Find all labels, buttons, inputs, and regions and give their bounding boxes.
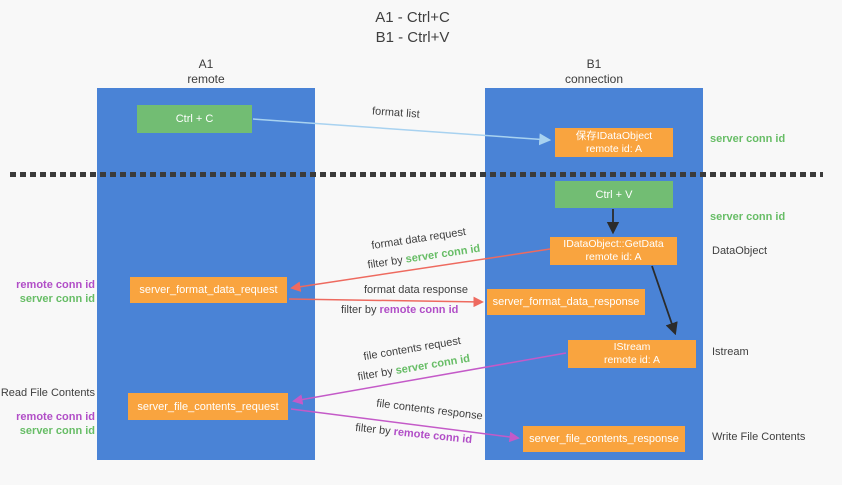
server-conn-id-mid-label: server conn id — [710, 211, 786, 223]
format-data-response-filter-label: filter by remote conn id — [341, 304, 458, 316]
server-format-data-response-box: server_format_data_response — [487, 289, 645, 315]
format-list-arrow — [252, 118, 552, 146]
format-data-request-arrow — [290, 248, 551, 292]
format-request-conn-ids: remote conn id server conn id — [8, 278, 95, 306]
page-title: A1 - Ctrl+C B1 - Ctrl+V — [320, 8, 505, 48]
idataobject-getdata-box: IDataObject::GetData remote id: A — [550, 237, 677, 265]
save-idataobject-line1: 保存IDataObject — [575, 129, 653, 142]
server-format-data-response-label: server_format_data_response — [492, 296, 640, 308]
ctrl-c-box: Ctrl + C — [137, 105, 252, 133]
format-data-response-label: format data response — [364, 284, 468, 296]
server-conn-id-label: server conn id — [19, 425, 95, 437]
lifeline-b1-role: connection — [564, 72, 624, 86]
lifeline-header-b1: B1 connection — [485, 57, 703, 87]
lifeline-b1-name: B1 — [586, 57, 602, 71]
server-conn-id-top-label: server conn id — [710, 133, 786, 145]
filter-by-text: filter by — [341, 304, 380, 316]
lifeline-a1-name: A1 — [198, 57, 214, 71]
ctrl-v-label: Ctrl + V — [595, 188, 633, 201]
getdata-line2: remote id: A — [585, 251, 642, 263]
server-file-contents-request-box: server_file_contents_request — [128, 393, 288, 420]
ctrl-c-label: Ctrl + C — [175, 113, 214, 125]
title-line-2: B1 - Ctrl+V — [375, 29, 450, 46]
save-idataobject-line2: remote id: A — [585, 142, 643, 155]
format-data-response-arrow — [288, 296, 484, 308]
dataobject-label: DataObject — [712, 245, 768, 257]
getdata-line1: IDataObject::GetData — [563, 238, 664, 250]
session-divider-dotted-line — [10, 172, 823, 177]
file-contents-request-arrow — [292, 352, 567, 405]
istream-box: IStream remote id: A — [568, 340, 696, 368]
save-idataobject-box: 保存IDataObject remote id: A — [555, 128, 673, 157]
write-file-contents-label: Write File Contents — [712, 431, 806, 443]
server-format-data-request-box: server_format_data_request — [130, 277, 287, 303]
ctrl-v-box: Ctrl + V — [555, 181, 673, 208]
istream-line1: IStream — [613, 341, 651, 353]
remote-conn-id-label: remote conn id — [16, 411, 95, 423]
getdata-to-istream-arrow — [651, 265, 678, 336]
title-line-1: A1 - Ctrl+C — [375, 9, 450, 26]
istream-line2: remote id: A — [603, 354, 661, 366]
lifeline-header-a1: A1 remote — [97, 57, 315, 87]
server-file-contents-request-label: server_file_contents_request — [137, 400, 279, 413]
lifeline-a1-role: remote — [187, 72, 225, 86]
remote-conn-id-text: remote conn id — [379, 304, 459, 316]
server-file-contents-response-box: server_file_contents_response — [523, 426, 685, 452]
file-request-conn-ids: remote conn id server conn id — [8, 410, 95, 438]
istream-side-label: Istream — [712, 346, 749, 358]
file-contents-response-arrow — [290, 408, 520, 443]
server-conn-id-label: server conn id — [19, 293, 95, 305]
server-format-data-request-label: server_format_data_request — [139, 284, 278, 296]
server-file-contents-response-label: server_file_contents_response — [529, 433, 679, 445]
read-file-contents-label: Read File Contents — [0, 387, 95, 399]
remote-conn-id-label: remote conn id — [16, 279, 95, 291]
